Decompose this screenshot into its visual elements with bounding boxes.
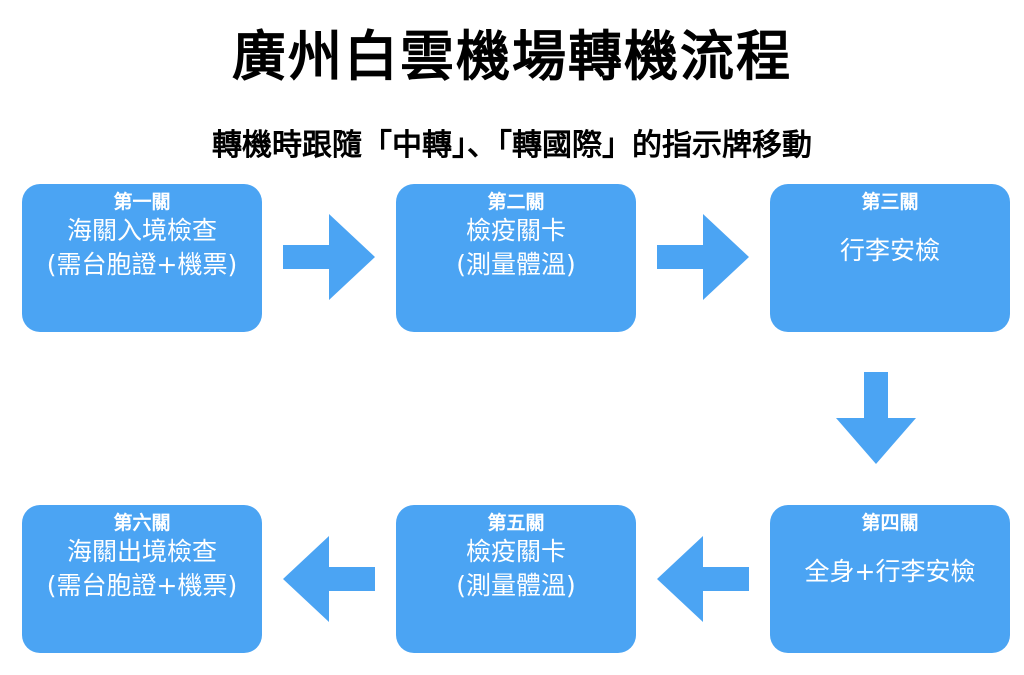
step-3-box: 第三關 行李安檢 xyxy=(770,184,1010,332)
step-label: 第六關 xyxy=(113,512,171,534)
step-label: 第一關 xyxy=(113,191,171,213)
step-label: 第五關 xyxy=(487,512,545,534)
step-text: 檢疫關卡 xyxy=(465,537,566,566)
step-text: (測量體溫) xyxy=(456,250,576,279)
arrow-down-icon xyxy=(836,372,916,464)
step-5-box: 第五關 檢疫關卡 (測量體溫) xyxy=(396,505,636,653)
step-4-box: 第四關 全身+行李安檢 xyxy=(770,505,1010,653)
step-text: 檢疫關卡 xyxy=(465,216,566,245)
step-label: 第三關 xyxy=(861,191,919,213)
arrow-right-icon xyxy=(657,214,749,300)
step-label: 第四關 xyxy=(861,512,919,534)
arrow-left-icon xyxy=(283,536,375,622)
page-subtitle: 轉機時跟隨「中轉」、「轉國際」的指示牌移動 xyxy=(212,128,812,163)
step-6-box: 第六關 海關出境檢查 (需台胞證+機票) xyxy=(22,505,262,653)
step-text: 行李安檢 xyxy=(839,236,940,265)
page-title: 廣州白雲機場轉機流程 xyxy=(232,25,792,88)
step-text: 海關出境檢查 xyxy=(66,537,217,566)
arrow-left-icon xyxy=(657,536,749,622)
step-label: 第二關 xyxy=(487,191,545,213)
step-text: (需台胞證+機票) xyxy=(46,250,238,279)
arrow-right-icon xyxy=(283,214,375,300)
step-text: (測量體溫) xyxy=(456,571,576,600)
step-text: 海關入境檢查 xyxy=(66,216,217,245)
step-1-box: 第一關 海關入境檢查 (需台胞證+機票) xyxy=(22,184,262,332)
step-text: 全身+行李安檢 xyxy=(804,557,976,586)
step-text: (需台胞證+機票) xyxy=(46,571,238,600)
step-2-box: 第二關 檢疫關卡 (測量體溫) xyxy=(396,184,636,332)
